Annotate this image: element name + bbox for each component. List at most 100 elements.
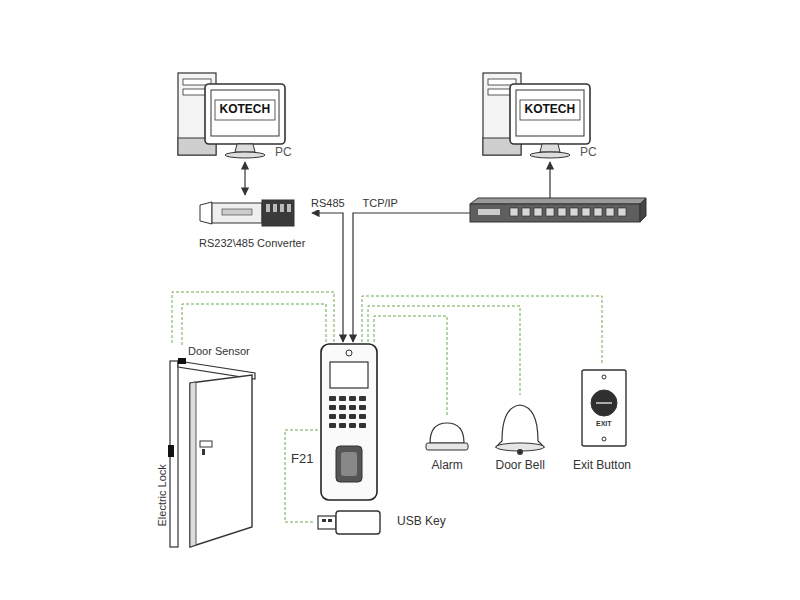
terminal-key xyxy=(329,414,336,419)
device-label: Exit Button xyxy=(573,459,631,473)
db-connector xyxy=(200,202,212,224)
monitor-neck xyxy=(235,144,255,152)
terminal-key xyxy=(329,396,336,401)
usb-plug xyxy=(318,516,336,529)
link-label: TCP/IP xyxy=(361,197,400,210)
alarm-dome xyxy=(430,423,464,443)
switch-port xyxy=(618,208,626,216)
switch-side xyxy=(640,198,646,222)
fingerprint-window xyxy=(341,452,357,476)
door-bell: Door Bell xyxy=(480,395,560,475)
switch-port xyxy=(510,208,518,216)
terminal-body xyxy=(321,344,377,500)
device-label: Electric Lock xyxy=(156,464,169,526)
signal-wire xyxy=(182,304,326,345)
terminal-key xyxy=(359,414,366,419)
exit-button: EXITExit Button xyxy=(562,365,642,475)
terminal-screen xyxy=(330,362,368,388)
door-edge xyxy=(190,382,196,547)
signal-wire xyxy=(172,292,334,345)
switch-badge xyxy=(478,209,500,215)
converter: RS232\485 Converter xyxy=(192,195,312,257)
switch-port xyxy=(594,208,602,216)
monitor-neck xyxy=(540,144,560,152)
plate-screw xyxy=(602,437,606,441)
exit-push-button xyxy=(591,390,617,416)
signal-wire xyxy=(285,430,318,522)
terminal-key xyxy=(359,405,366,410)
terminal-key xyxy=(359,396,366,401)
device-label: PC xyxy=(580,146,597,160)
screen-logo: KOTECH xyxy=(525,103,576,117)
terminal-key xyxy=(349,396,356,401)
device-label: PC xyxy=(275,146,292,160)
switch-port xyxy=(546,208,554,216)
switch-port xyxy=(558,208,566,216)
terminal-key xyxy=(329,423,336,428)
terminal-screw xyxy=(273,204,277,212)
terminal-key xyxy=(339,423,346,428)
terminal-screw xyxy=(266,204,270,212)
converter-body xyxy=(212,203,262,223)
door: Door SensorElectric Lock xyxy=(160,345,260,550)
switch-port xyxy=(522,208,530,216)
monitor-screen xyxy=(211,90,279,136)
device-label: USB Key xyxy=(397,515,446,529)
logo-frame xyxy=(215,100,275,120)
usb-contact xyxy=(328,519,332,522)
alarm-base xyxy=(426,443,468,450)
terminal-key xyxy=(349,414,356,419)
device-label: Door Sensor xyxy=(188,345,250,358)
switch-port xyxy=(534,208,542,216)
switch-ports xyxy=(478,208,626,216)
logo-frame xyxy=(520,100,580,120)
door-keyhole xyxy=(202,449,205,455)
signal-wire xyxy=(368,306,520,395)
usb-key: USB Key xyxy=(315,505,445,540)
terminal-key xyxy=(339,396,346,401)
terminal-screw xyxy=(287,204,291,212)
terminal-key xyxy=(359,423,366,428)
device-label: Alarm xyxy=(432,459,463,473)
switch-top xyxy=(470,198,646,204)
device-label: Door Bell xyxy=(496,459,545,473)
device-label: F21 xyxy=(291,452,313,467)
door-handle xyxy=(200,441,212,447)
converter-label-plate xyxy=(222,209,252,215)
terminal-screw xyxy=(280,204,284,212)
terminal-key xyxy=(339,405,346,410)
terminal-key xyxy=(329,405,336,410)
switch-port xyxy=(606,208,614,216)
terminal-key xyxy=(339,414,346,419)
access-terminal-drawing xyxy=(318,342,380,502)
fingerprint-sensor xyxy=(336,446,362,482)
electric-lock-mark xyxy=(168,445,174,457)
button-highlight xyxy=(596,402,612,404)
monitor-base xyxy=(225,152,265,158)
comm-link xyxy=(312,213,343,342)
device-label: RS232\485 Converter xyxy=(199,237,305,250)
signal-wire xyxy=(374,316,447,415)
comm-link xyxy=(244,162,245,195)
bell-body xyxy=(496,405,544,447)
switch-port xyxy=(570,208,578,216)
monitor-frame xyxy=(510,84,590,144)
exit-plate xyxy=(582,370,626,446)
usb-body xyxy=(336,511,380,534)
pc-workstation: KOTECH PC xyxy=(480,70,600,162)
terminal-key xyxy=(349,405,356,410)
screen-logo: KOTECH xyxy=(220,103,271,117)
monitor-screen xyxy=(516,90,584,136)
door-sensor-mark xyxy=(178,358,186,364)
usb-contact xyxy=(322,519,326,522)
plate-screw xyxy=(602,375,606,379)
link-label: RS485 xyxy=(309,197,347,210)
monitor-base xyxy=(530,152,570,158)
terminal-key xyxy=(349,423,356,428)
access-terminal: F21 xyxy=(318,342,380,502)
door-panel xyxy=(190,375,252,547)
pc-workstation: KOTECH PC xyxy=(175,70,295,162)
door-drawing xyxy=(160,345,260,550)
switch-port xyxy=(582,208,590,216)
